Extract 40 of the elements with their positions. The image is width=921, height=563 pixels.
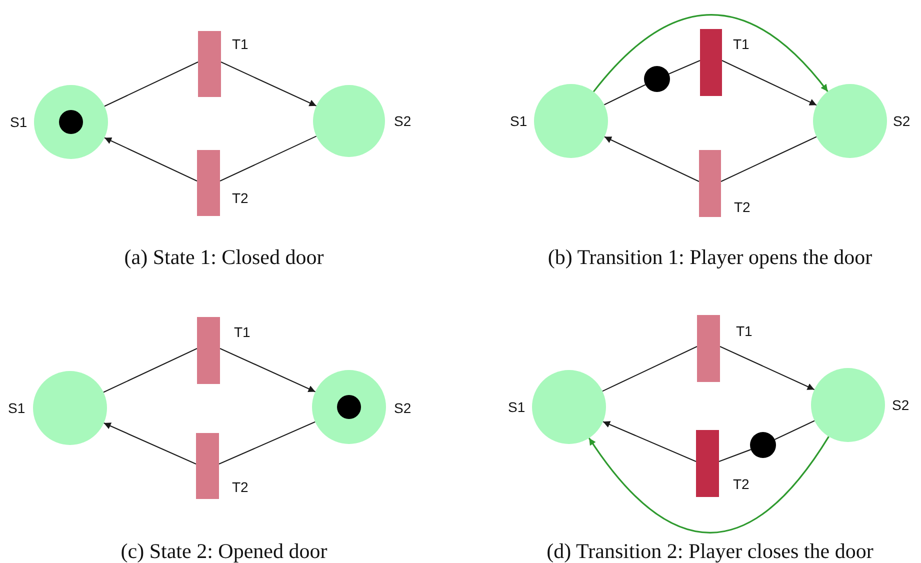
transition-label: T2 xyxy=(734,199,750,215)
arc-line xyxy=(218,421,316,465)
arc-line xyxy=(668,60,700,74)
caption: (a) State 1: Closed door xyxy=(124,244,324,270)
place-label: S2 xyxy=(394,113,412,129)
place-label: S1 xyxy=(510,113,528,129)
arrow xyxy=(220,348,316,392)
arrow xyxy=(722,60,817,106)
place-label: S2 xyxy=(892,397,910,413)
arc-line xyxy=(774,420,815,440)
arrow xyxy=(104,422,196,465)
arrow xyxy=(720,346,815,390)
arrow xyxy=(220,62,317,106)
arc-line xyxy=(602,346,698,392)
arrow xyxy=(604,136,700,182)
place-label: S2 xyxy=(394,400,412,416)
place-label: S1 xyxy=(10,114,28,130)
caption: (c) State 2: Opened door xyxy=(120,538,328,563)
arc-line xyxy=(220,136,317,182)
arc-line xyxy=(103,348,198,393)
transition-label: T1 xyxy=(736,323,752,339)
caption: (b) Transition 1: Player opens the door xyxy=(548,244,872,270)
transition-label: T2 xyxy=(232,190,248,206)
arrow xyxy=(602,421,696,462)
transition-label: T1 xyxy=(234,324,250,340)
transition-label: T2 xyxy=(232,479,248,495)
arc-line xyxy=(718,449,752,462)
transition-label: T1 xyxy=(232,36,248,52)
place-label: S2 xyxy=(893,113,910,129)
transition-label: T1 xyxy=(733,36,750,52)
curved-arrow xyxy=(588,436,830,534)
transition-label: T2 xyxy=(733,476,750,492)
arrow xyxy=(104,137,198,182)
arc-line xyxy=(720,136,817,182)
arc-line xyxy=(104,62,198,107)
arc-line xyxy=(604,84,646,106)
place-label: S1 xyxy=(508,399,526,415)
curved-arrow xyxy=(592,14,828,92)
caption: (d) Transition 2: Player closes the door xyxy=(546,538,874,563)
place-label: S1 xyxy=(8,400,26,416)
